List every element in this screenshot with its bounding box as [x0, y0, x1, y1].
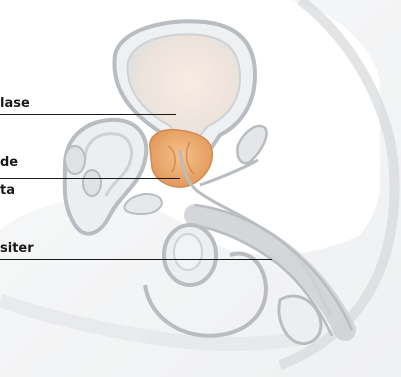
blase-label: lase — [0, 97, 30, 110]
left-gland — [65, 146, 85, 174]
prostata-label-line2: ta — [0, 184, 15, 197]
prostata-label-line1: de — [0, 156, 18, 169]
sphinkter-label: siter — [0, 242, 34, 255]
blase-leader-line — [0, 114, 176, 115]
sphinkter-leader-line — [0, 259, 272, 260]
prostata-leader-line — [0, 178, 180, 179]
left-gland-2 — [83, 170, 101, 196]
testis-inner — [174, 234, 202, 270]
seminal-vesicle — [237, 126, 266, 163]
pubic-bone — [124, 194, 161, 214]
